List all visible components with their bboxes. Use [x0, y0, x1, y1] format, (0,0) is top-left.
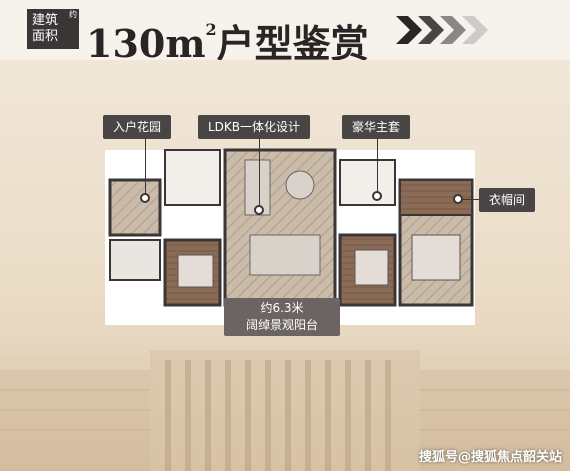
callout-ldkb: LDKB一体化设计: [198, 115, 311, 139]
callout-master-suite: 豪华主套: [342, 115, 411, 139]
leader-line: [259, 139, 260, 207]
floor-plan: [105, 148, 475, 325]
balcony-width: 约6.3米: [260, 301, 304, 315]
marker-dot: [254, 205, 264, 215]
callout-entrance-garden: 入户花园: [103, 115, 172, 139]
leader-line: [145, 139, 146, 196]
marker-dot: [140, 193, 150, 203]
chevron-right-icon: [396, 16, 488, 44]
leader-line: [461, 199, 479, 200]
header: 建筑 面积 约 130m2户型鉴赏: [0, 0, 570, 66]
marker-dot: [372, 191, 382, 201]
area-badge: 建筑 面积 约: [27, 9, 79, 49]
badge-line2: 面积: [32, 29, 59, 44]
title-superscript: 2: [205, 20, 217, 39]
title-prefix: 130m: [86, 21, 206, 66]
watermark: 搜狐号@搜狐焦点韶关站: [418, 450, 562, 465]
page-title: 130m2户型鉴赏: [86, 2, 369, 66]
marker-dot: [453, 194, 463, 204]
building-image: [0, 330, 570, 471]
badge-line1: 建筑: [32, 13, 59, 28]
balcony-description: 阔绰景观阳台: [245, 318, 318, 332]
badge-superscript: 约: [69, 10, 77, 19]
title-suffix: 户型鉴赏: [216, 21, 369, 66]
callout-cloakroom: 衣帽间: [479, 188, 536, 212]
balcony-label: 约6.3米 阔绰景观阳台: [224, 298, 340, 336]
leader-line: [377, 139, 378, 194]
